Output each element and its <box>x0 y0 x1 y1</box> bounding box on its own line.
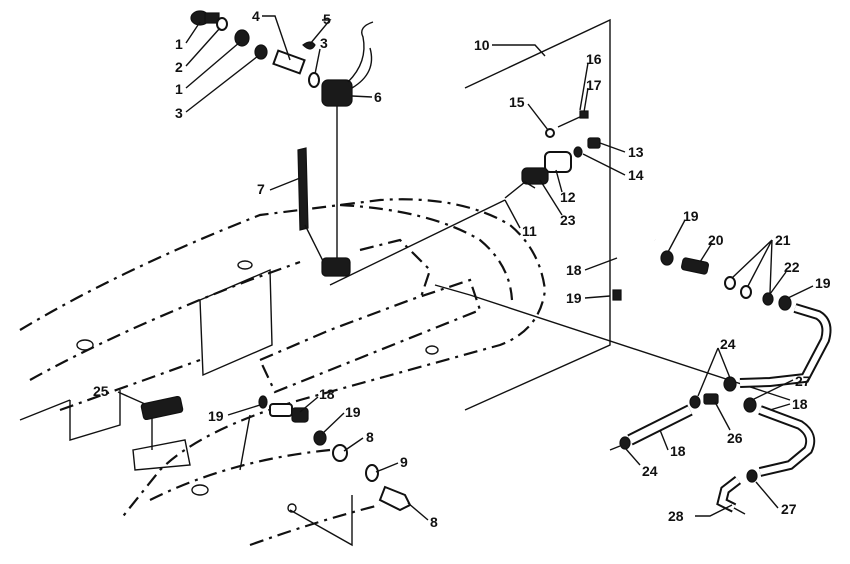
cable-housing <box>434 284 791 401</box>
callout-10: 10 <box>474 37 490 53</box>
callout-19: 19 <box>566 290 582 306</box>
callout-4: 4 <box>252 8 260 24</box>
callout-17: 17 <box>586 77 602 93</box>
callout-3: 3 <box>320 35 328 51</box>
bracket-parts <box>504 110 601 199</box>
callout-18: 18 <box>670 443 686 459</box>
callout-22: 22 <box>784 259 800 275</box>
callout-19: 19 <box>815 275 831 291</box>
callout-24: 24 <box>642 463 658 479</box>
callout-3: 3 <box>175 105 183 121</box>
callout-8: 8 <box>366 429 374 445</box>
callout-16: 16 <box>586 51 602 67</box>
callout-2: 2 <box>175 59 183 75</box>
switch-assembly <box>190 10 374 258</box>
callout-25: 25 <box>93 383 109 399</box>
callout-5: 5 <box>323 11 331 27</box>
linkage-rod <box>297 147 351 277</box>
callout-6: 6 <box>374 89 382 105</box>
callout-14: 14 <box>628 167 644 183</box>
callout-23: 23 <box>560 212 576 228</box>
hose-assembly-upper <box>612 231 832 388</box>
callout-18: 18 <box>566 262 582 278</box>
hose-assembly-lower <box>609 376 816 515</box>
callout-18: 18 <box>319 386 335 402</box>
lower-assembly <box>239 395 412 512</box>
callout-9: 9 <box>400 454 408 470</box>
callout-26: 26 <box>727 430 743 446</box>
callout-8: 8 <box>430 514 438 530</box>
callout-13: 13 <box>628 144 644 160</box>
callout-labels: 1 2 1 3 4 5 3 6 7 10 15 16 17 13 14 12 2… <box>93 8 831 530</box>
leader-hull <box>289 495 353 547</box>
callout-20: 20 <box>708 232 724 248</box>
callout-1: 1 <box>175 36 183 52</box>
dash-panel <box>464 18 611 411</box>
callout-28: 28 <box>668 508 684 524</box>
callout-27: 27 <box>781 501 797 517</box>
callout-1: 1 <box>175 81 183 97</box>
callout-21: 21 <box>775 232 791 248</box>
throttle-cable <box>329 199 506 286</box>
callout-24: 24 <box>720 336 736 352</box>
callout-27: 27 <box>795 373 811 389</box>
hull-outline <box>19 198 547 547</box>
callout-12: 12 <box>560 189 576 205</box>
callout-18: 18 <box>792 396 808 412</box>
callout-leaders <box>117 15 814 521</box>
callout-7: 7 <box>257 181 265 197</box>
pad-block <box>132 395 191 471</box>
callout-19: 19 <box>208 408 224 424</box>
callout-19: 19 <box>683 208 699 224</box>
callout-19: 19 <box>345 404 361 420</box>
callout-15: 15 <box>509 94 525 110</box>
callout-11: 11 <box>522 223 537 239</box>
